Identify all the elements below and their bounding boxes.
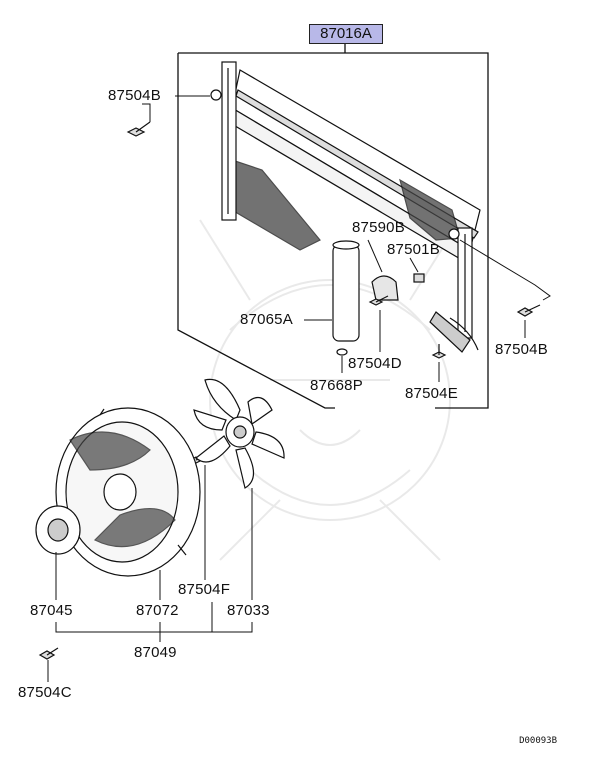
leader-lines (47, 95, 551, 682)
fan-shroud (55, 407, 201, 577)
condenser-core (210, 61, 481, 353)
part-label-87072[interactable]: 87072 (136, 602, 179, 619)
part-label-87504b-left[interactable]: 87504B (108, 87, 161, 104)
bolts (38, 121, 541, 660)
part-label-87504b-right[interactable]: 87504B (495, 341, 548, 358)
fan-motor (35, 505, 81, 555)
part-label-87504c[interactable]: 87504C (18, 684, 72, 701)
part-label-87045[interactable]: 87045 (30, 602, 73, 619)
watermark-emblem (199, 219, 461, 561)
assembly-part-number[interactable]: 87016A (309, 24, 383, 44)
part-label-87501b[interactable]: 87501B (387, 241, 440, 258)
part-label-87504e[interactable]: 87504E (405, 385, 458, 402)
part-label-87668p[interactable]: 87668P (310, 377, 363, 394)
part-label-87033[interactable]: 87033 (227, 602, 270, 619)
fan-blade (193, 378, 285, 489)
part-label-87504d[interactable]: 87504D (348, 355, 402, 372)
part-label-87504f[interactable]: 87504F (178, 581, 231, 598)
part-label-87065a[interactable]: 87065A (240, 311, 293, 328)
drawing-code: D00093B (519, 736, 557, 746)
receiver-drier (332, 240, 425, 356)
part-label-87590b[interactable]: 87590B (352, 219, 405, 236)
part-label-87049[interactable]: 87049 (134, 644, 177, 661)
